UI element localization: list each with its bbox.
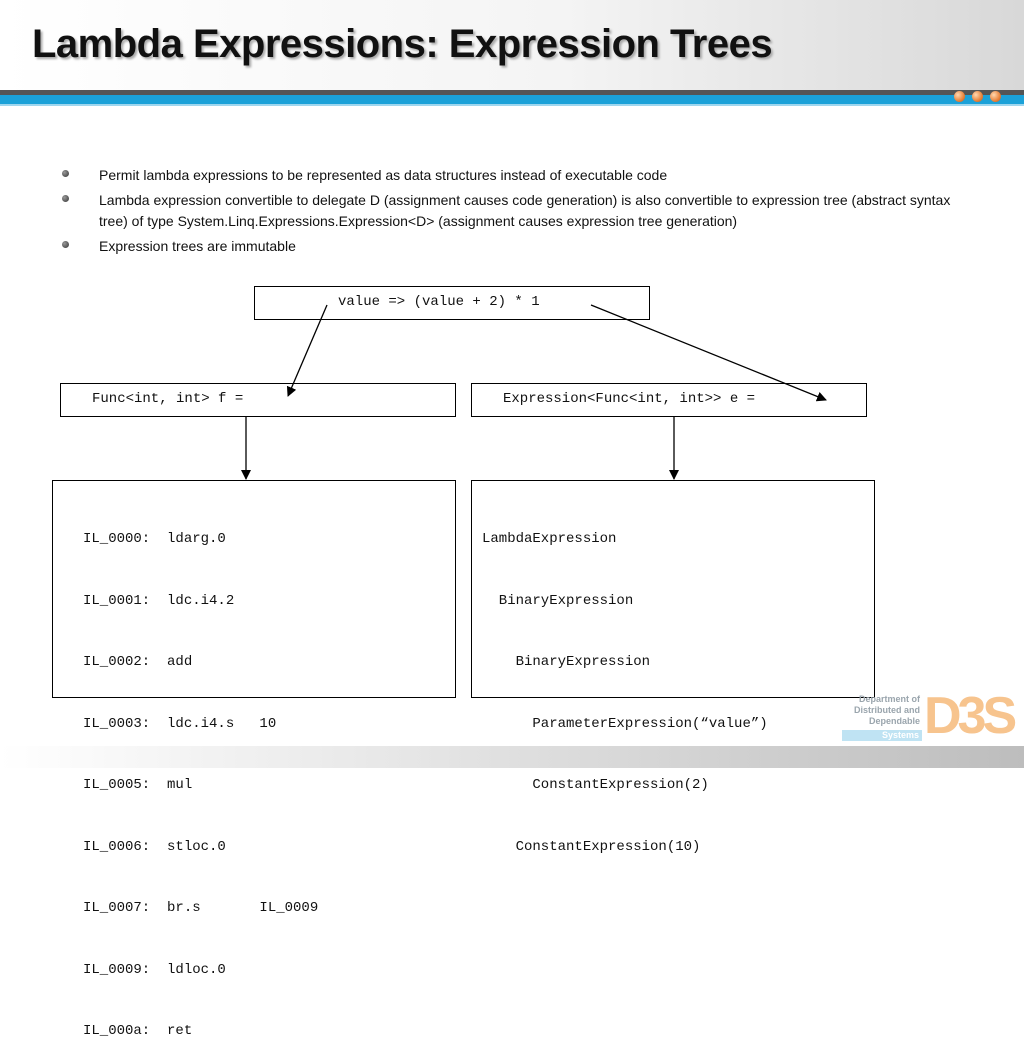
il-line: IL_0009: ldloc.0 [83, 961, 226, 978]
tree-node-line: ParameterExpression(“value”) [482, 715, 768, 732]
bullet-dot-icon [62, 170, 69, 177]
il-line: IL_0000: ldarg.0 [83, 531, 226, 547]
tree-node-line: ConstantExpression(10) [482, 838, 701, 855]
slide-footer [0, 746, 1024, 768]
il-line: IL_000a: ret [83, 1023, 193, 1039]
il-line: IL_0001: ldc.i4.2 [83, 592, 235, 609]
logo-mark: D3S [924, 687, 1017, 745]
slide-header: Lambda Expressions: Expression Trees [0, 0, 1024, 90]
tree-node-line: BinaryExpression [482, 654, 651, 670]
tree-node-line: LambdaExpression [482, 531, 617, 547]
tree-node-line: BinaryExpression [482, 592, 634, 609]
bullet-item: Permit lambda expressions to be represen… [60, 165, 960, 186]
decor-dot-icon [972, 91, 983, 102]
expression-tree-nodes-box: LambdaExpression BinaryExpression Binary… [471, 480, 875, 855]
il-line: IL_0006: stloc.0 [83, 838, 226, 855]
bullet-dot-icon [62, 241, 69, 248]
header-blue-bar [0, 95, 1024, 104]
logo-line: Distributed and [853, 705, 920, 715]
logo-text: Department of Distributed and Dependable [854, 694, 920, 727]
slide-title: Lambda Expressions: Expression Trees [32, 22, 773, 66]
logo-line: Department of [858, 694, 920, 704]
il-code-box: IL_0000: ldarg.0 IL_0001: ldc.i4.2 IL_00… [52, 480, 456, 1039]
header-thin-bar [0, 104, 1024, 106]
bullet-text: Lambda expression convertible to delegat… [99, 192, 951, 229]
bullet-text: Expression trees are immutable [99, 238, 296, 254]
bullet-item: Expression trees are immutable [60, 236, 960, 257]
d3s-logo: Department of Distributed and Dependable… [842, 690, 1022, 742]
bullet-item: Lambda expression convertible to delegat… [60, 190, 960, 232]
bullet-text: Permit lambda expressions to be represen… [99, 167, 668, 183]
func-delegate-box: Func<int, int> f = [60, 383, 456, 417]
logo-strip-label: Systems [881, 730, 919, 740]
decor-dot-icon [990, 91, 1001, 102]
expression-tree-box: Expression<Func<int, int>> e = [471, 383, 867, 417]
logo-strip [842, 730, 922, 741]
il-line: IL_0007: br.s IL_0009 [83, 900, 319, 916]
tree-node-line: ConstantExpression(2) [482, 777, 709, 793]
header-dark-bar [0, 90, 1024, 95]
bullet-dot-icon [62, 195, 69, 202]
decor-dot-icon [954, 91, 965, 102]
bullet-list: Permit lambda expressions to be represen… [60, 165, 960, 261]
il-line: IL_0005: mul [83, 777, 193, 793]
lambda-expression-box: value => (value + 2) * 1 [254, 286, 650, 320]
logo-line: Dependable [868, 716, 920, 726]
il-line: IL_0003: ldc.i4.s 10 [83, 715, 277, 732]
il-line: IL_0002: add [83, 654, 193, 670]
